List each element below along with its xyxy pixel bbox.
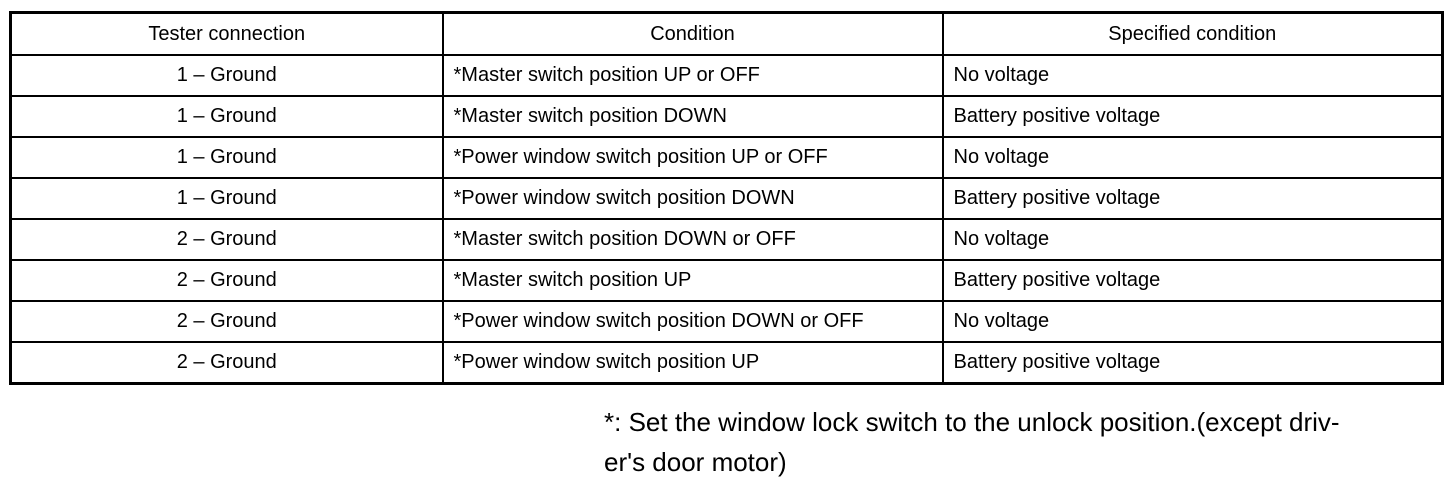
header-condition: Condition [441, 11, 944, 56]
tester-connection-cell: 1 – Ground [9, 177, 444, 220]
table-row: 2 – Ground *Master switch position DOWN … [9, 218, 1444, 261]
specified-condition-cell: No voltage [941, 136, 1444, 179]
specified-condition-cell: No voltage [941, 218, 1444, 261]
table-row: 1 – Ground *Master switch position DOWN … [9, 95, 1444, 138]
table-header-row: Tester connection Condition Specified co… [9, 11, 1444, 56]
condition-cell: *Power window switch position DOWN [441, 177, 944, 220]
header-tester-connection: Tester connection [9, 11, 444, 56]
table-row: 2 – Ground *Power window switch position… [9, 300, 1444, 343]
header-specified-condition: Specified condition [941, 11, 1444, 56]
condition-cell: *Master switch position UP or OFF [441, 54, 944, 97]
condition-cell: *Power window switch position UP or OFF [441, 136, 944, 179]
footnote-line-2: er's door motor) [604, 447, 787, 477]
table-row: 2 – Ground *Master switch position UP Ba… [9, 259, 1444, 302]
table-row: 1 – Ground *Power window switch position… [9, 177, 1444, 220]
table-row: 1 – Ground *Master switch position UP or… [9, 54, 1444, 97]
tester-connection-cell: 2 – Ground [9, 341, 444, 385]
condition-cell: *Master switch position DOWN or OFF [441, 218, 944, 261]
specified-condition-cell: Battery positive voltage [941, 259, 1444, 302]
specified-condition-cell: Battery positive voltage [941, 341, 1444, 385]
footnote-line-1: *: Set the window lock switch to the unl… [604, 407, 1340, 437]
tester-connection-cell: 2 – Ground [9, 259, 444, 302]
condition-cell: *Power window switch position DOWN or OF… [441, 300, 944, 343]
tester-connection-cell: 2 – Ground [9, 218, 444, 261]
tester-connection-cell: 1 – Ground [9, 95, 444, 138]
specified-condition-cell: Battery positive voltage [941, 177, 1444, 220]
specified-condition-cell: No voltage [941, 54, 1444, 97]
table-row: 2 – Ground *Power window switch position… [9, 341, 1444, 385]
tester-connection-cell: 1 – Ground [9, 54, 444, 97]
condition-cell: *Power window switch position UP [441, 341, 944, 385]
table-row: 1 – Ground *Power window switch position… [9, 136, 1444, 179]
spec-table: Tester connection Condition Specified co… [9, 11, 1444, 385]
condition-cell: *Master switch position UP [441, 259, 944, 302]
specified-condition-cell: Battery positive voltage [941, 95, 1444, 138]
tester-connection-cell: 1 – Ground [9, 136, 444, 179]
condition-cell: *Master switch position DOWN [441, 95, 944, 138]
specified-condition-cell: No voltage [941, 300, 1444, 343]
tester-connection-cell: 2 – Ground [9, 300, 444, 343]
footnote: *: Set the window lock switch to the unl… [604, 402, 1424, 482]
